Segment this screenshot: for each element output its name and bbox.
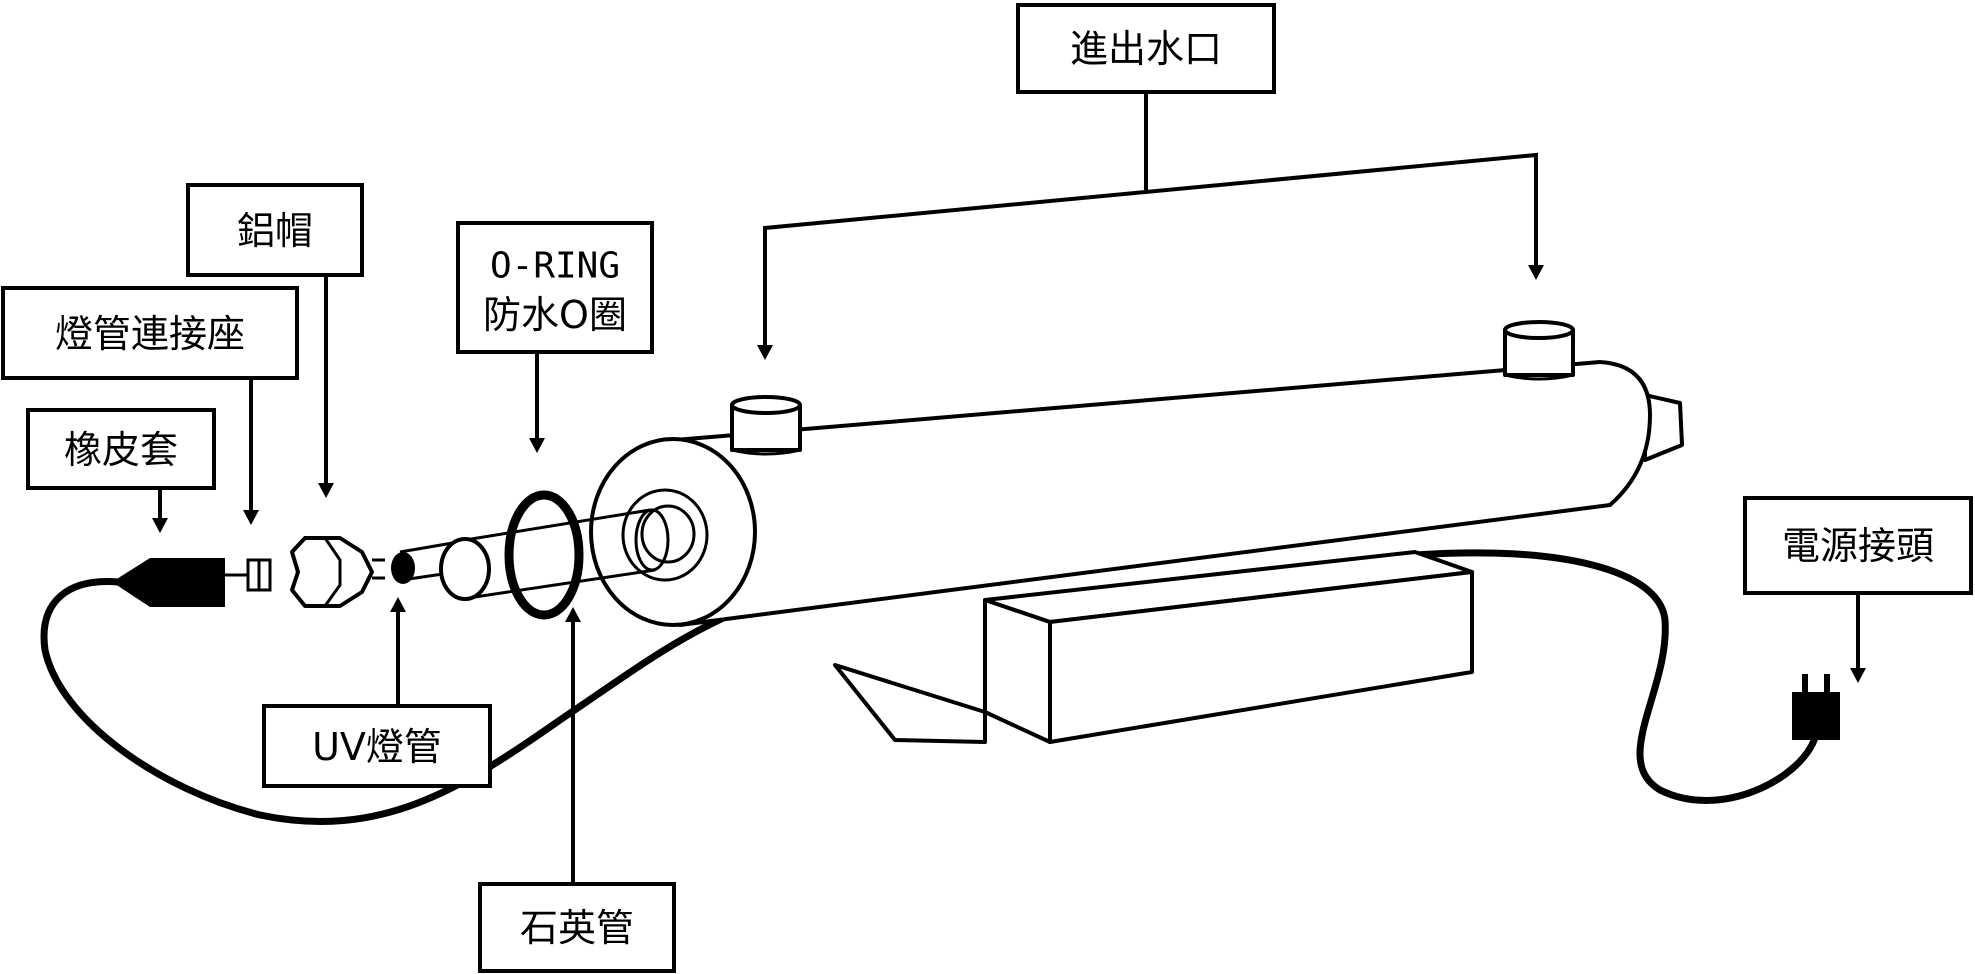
label-inlet-outlet-text: 進出水口	[1070, 27, 1222, 71]
quartz-tube	[399, 508, 670, 601]
label-rubber-sleeve: 橡皮套	[26, 408, 216, 490]
ballast-box	[833, 550, 1474, 744]
port-right	[1503, 320, 1575, 381]
leader-quartz-tube	[565, 607, 581, 884]
label-uv-lamp-text: UV燈管	[312, 725, 442, 769]
label-lamp-socket-text: 燈管連接座	[55, 312, 245, 356]
port-left	[730, 395, 802, 456]
power-plug-icon	[1792, 674, 1840, 740]
aluminum-cap	[290, 536, 385, 608]
label-o-ring: O-RING 防水O圈	[456, 221, 654, 354]
label-o-ring-text-line2: 防水O圈	[483, 293, 627, 337]
chamber-body	[589, 360, 1684, 627]
label-rubber-sleeve-text: 橡皮套	[64, 428, 178, 472]
leader-rubber-sleeve	[152, 488, 168, 533]
label-aluminum-cap-text: 鋁帽	[237, 209, 313, 253]
label-quartz-tube: 石英管	[478, 882, 676, 973]
leader-o-ring	[529, 352, 545, 453]
label-o-ring-text-line1: O-RING	[490, 246, 620, 287]
label-power-plug-text: 電源接頭	[1782, 524, 1934, 568]
label-uv-lamp: UV燈管	[262, 704, 492, 788]
label-lamp-socket: 燈管連接座	[1, 286, 299, 380]
leader-power-plug	[1850, 593, 1866, 683]
power-cord-left	[40, 576, 854, 825]
lamp-socket	[225, 558, 272, 592]
rubber-sleeve	[112, 558, 225, 607]
leader-inlet-outlet	[757, 92, 1544, 360]
o-ring	[504, 490, 584, 620]
leader-lamp-socket	[243, 378, 259, 525]
label-quartz-tube-text: 石英管	[520, 906, 634, 950]
uv-lamp-end	[391, 552, 415, 584]
leader-uv-lamp	[390, 597, 406, 706]
label-power-plug: 電源接頭	[1743, 496, 1973, 595]
label-inlet-outlet: 進出水口	[1016, 3, 1276, 94]
power-cord-right	[1411, 549, 1819, 804]
leader-aluminum-cap	[318, 275, 334, 498]
label-aluminum-cap: 鋁帽	[186, 183, 364, 277]
